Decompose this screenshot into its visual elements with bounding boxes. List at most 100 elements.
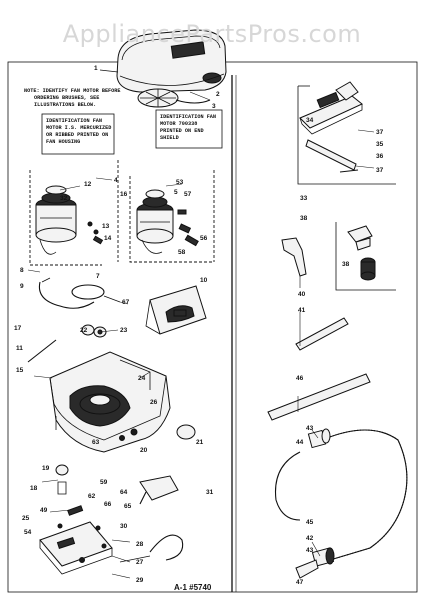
note-line-3: ILLUSTRATIONS BELOW. — [34, 102, 96, 108]
part-number: 8 — [20, 267, 24, 274]
part-number: 33 — [300, 195, 308, 202]
part-number: 25 — [22, 515, 30, 522]
part-number: 22 — [80, 327, 88, 334]
part-number: 58 — [178, 249, 186, 256]
leader-lines — [27, 91, 375, 579]
part-filter-housing — [145, 285, 207, 335]
part-number: 13 — [102, 223, 110, 230]
id-box-left-text: IDENTIFICATION FAN MOTOR I.S. MERCURIZED… — [46, 118, 111, 145]
part-base-plate — [39, 521, 113, 575]
part-extension-wand-long — [267, 373, 371, 421]
part-number: 34 — [306, 117, 314, 124]
part-number: 66 — [104, 501, 112, 508]
part-hose — [274, 428, 408, 579]
part-number-labels: 1 2 3 12 4 16 13 14 53 5 57 56 58 8 9 7 … — [14, 65, 384, 586]
part-bracket-frame — [297, 86, 396, 185]
part-number: 54 — [24, 529, 32, 536]
part-wire-clip — [38, 281, 95, 309]
part-number: 19 — [42, 465, 50, 472]
part-number: 62 — [88, 493, 96, 500]
part-number: 2 — [216, 91, 220, 98]
part-number: 4 — [114, 177, 118, 184]
part-gasket-ring — [71, 284, 105, 300]
part-number: 26 — [150, 399, 158, 406]
id-right-line-4: SHIELD — [160, 135, 179, 141]
part-number: 49 — [40, 507, 48, 514]
part-cord-top — [175, 99, 211, 104]
part-squeegee — [305, 139, 357, 171]
motor-box-left — [29, 113, 119, 266]
part-number: 29 — [136, 577, 144, 584]
part-number: 10 — [200, 277, 208, 284]
part-crevice-tool — [281, 237, 307, 277]
part-number: 18 — [30, 485, 38, 492]
id-left-line-2: MOTOR I.S. MERCURIZED — [46, 125, 111, 131]
part-number: 45 — [306, 519, 314, 526]
part-number: 12 — [84, 181, 92, 188]
part-number: 27 — [136, 559, 144, 566]
part-number: 36 — [376, 153, 384, 160]
part-filter-disc — [137, 88, 179, 108]
part-number: 11 — [16, 345, 23, 352]
part-number: 42 — [306, 535, 314, 542]
motor-box-right — [129, 109, 223, 263]
part-number: 43 — [306, 425, 314, 432]
part-number: 37 — [376, 129, 384, 136]
note-block: NOTE: IDENTIFY FAN MOTOR BEFORE ORDERING… — [24, 88, 121, 108]
part-number: 40 — [298, 291, 306, 298]
part-rod — [27, 339, 57, 363]
part-number: 31 — [206, 489, 214, 496]
id-box-right-text: IDENTIFICATION FAN MOTOR 700338 PRINTED … — [160, 114, 216, 141]
note-line-1: NOTE: IDENTIFY FAN MOTOR BEFORE — [24, 88, 121, 94]
id-left-line-4: FAN HOUSING — [46, 139, 80, 145]
part-number: 21 — [196, 439, 204, 446]
part-switch-link — [139, 475, 179, 501]
part-number: 43 — [306, 547, 314, 554]
id-left-line-1: IDENTIFICATION FAN — [46, 118, 102, 124]
part-number: 64 — [120, 489, 128, 496]
part-number: 56 — [200, 235, 208, 242]
part-number: 16 — [120, 191, 128, 198]
part-number: 28 — [136, 541, 144, 548]
part-number: 7 — [96, 273, 100, 280]
part-bracket-frame-2 — [335, 222, 396, 291]
part-number: 44 — [296, 439, 304, 446]
part-number: 47 — [296, 579, 304, 586]
part-number: 3 — [212, 103, 216, 110]
part-round-pad — [176, 424, 196, 440]
part-number: 17 — [14, 325, 22, 332]
part-number: 38 — [300, 215, 308, 222]
part-clip-small — [67, 505, 84, 516]
note-line-2: ORDERING BRUSHES, SEE — [34, 95, 99, 101]
part-number: 20 — [140, 447, 148, 454]
part-number: 46 — [296, 375, 304, 382]
part-number: 57 — [184, 191, 192, 198]
part-number: 38 — [342, 261, 350, 268]
part-power-cord — [149, 534, 184, 561]
part-number: 30 — [120, 523, 128, 530]
part-number: 32 — [60, 195, 68, 202]
id-right-line-1: IDENTIFICATION FAN — [160, 114, 216, 120]
part-number: 23 — [120, 327, 128, 334]
part-number: 37 — [376, 167, 384, 174]
part-main-housing — [49, 351, 171, 453]
part-number: 65 — [124, 503, 132, 510]
part-number: 9 — [20, 283, 24, 290]
part-extension-wand-short — [295, 317, 349, 351]
part-number: 67 — [122, 299, 130, 306]
part-top-cover — [116, 29, 227, 93]
part-number: 5 — [174, 189, 178, 196]
part-floor-brush — [299, 81, 363, 135]
id-left-line-3: OR RIBBED PRINTED ON — [46, 132, 108, 138]
part-number: 63 — [92, 439, 100, 446]
part-number: 15 — [16, 367, 24, 374]
id-right-line-3: PRINTED ON END — [160, 128, 204, 134]
part-number: 41 — [298, 307, 306, 314]
id-right-line-2: MOTOR 700338 — [160, 121, 197, 127]
part-number: 1 — [94, 65, 98, 72]
part-number: 24 — [138, 375, 146, 382]
part-number: 14 — [104, 235, 112, 242]
part-number: 35 — [376, 141, 384, 148]
part-number: 59 — [100, 479, 108, 486]
